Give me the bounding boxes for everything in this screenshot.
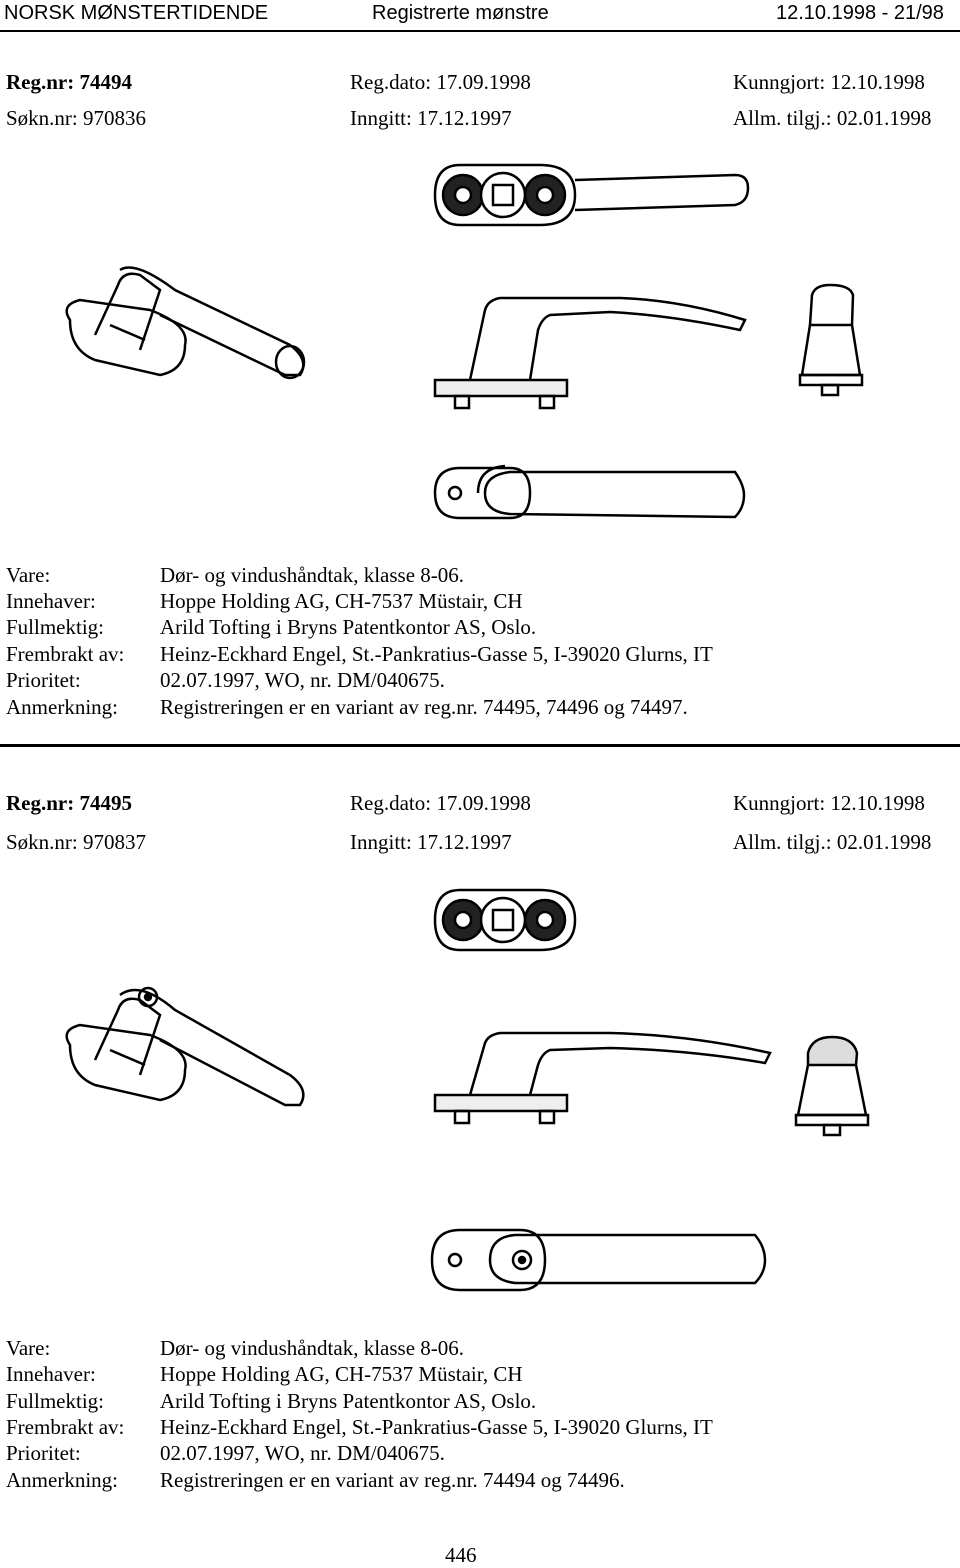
field-value: Dør- og vindushåndtak, klasse 8-06. [160,563,465,587]
sokn-nr: Søkn.nr: 970836 [6,106,147,130]
field-label: Prioritet: [6,668,81,692]
bottom-view-drawing [430,1228,767,1292]
field-value: Heinz-Eckhard Engel, St.-Pankratius-Gass… [160,1415,713,1439]
reg-dato: Reg.dato: 17.09.1998 [350,70,531,94]
running-header: NORSK MØNSTERTIDENDE Registrerte mønstre… [0,0,960,28]
kunngjort: Kunngjort: 12.10.1998 [733,70,925,94]
field-value: Registreringen er en variant av reg.nr. … [160,695,688,719]
handle-drawings-74494 [65,163,864,520]
section-title: Registrerte mønstre [372,2,549,24]
field-value: Dør- og vindushåndtak, klasse 8-06. [160,1336,465,1360]
top-view-drawing [433,888,577,952]
field-label: Anmerkning: [6,1468,118,1492]
publication-title: NORSK MØNSTERTIDENDE [4,2,269,24]
field-label: Fullmektig: [6,615,105,639]
top-view-drawing [433,163,750,227]
side-view-drawing [433,296,747,410]
field-label: Vare: [6,563,51,587]
page-number: 446 [445,1543,477,1567]
sokn-nr: Søkn.nr: 970837 [6,830,147,854]
issue-date: 12.10.1998 - 21/98 [776,2,944,24]
field-value: Arild Tofting i Bryns Patentkontor AS, O… [160,1389,537,1413]
field-value: Hoppe Holding AG, CH-7537 Müstair, CH [160,589,523,613]
allm-tilgj: Allm. tilgj.: 02.01.1998 [733,830,932,854]
reg-nr: Reg.nr: 74494 [6,70,132,94]
field-value: Heinz-Eckhard Engel, St.-Pankratius-Gass… [160,642,713,666]
reg-dato: Reg.dato: 17.09.1998 [350,791,531,815]
field-value: Registreringen er en variant av reg.nr. … [160,1468,625,1492]
record-separator [0,744,960,747]
perspective-view-drawing [65,266,306,380]
field-label: Fullmektig: [6,1389,105,1413]
perspective-view-drawing [65,986,305,1107]
inngitt: Inngitt: 17.12.1997 [350,106,512,130]
field-label: Frembrakt av: [6,642,125,666]
field-label: Anmerkning: [6,695,118,719]
end-view-drawing [794,1035,870,1137]
allm-tilgj: Allm. tilgj.: 02.01.1998 [733,106,932,130]
reg-nr: Reg.nr: 74495 [6,791,132,815]
field-value: 02.07.1997, WO, nr. DM/040675. [160,668,445,692]
field-value: 02.07.1997, WO, nr. DM/040675. [160,1441,445,1465]
field-value: Hoppe Holding AG, CH-7537 Müstair, CH [160,1362,523,1386]
header-rule [0,30,960,32]
end-view-drawing [798,283,864,397]
field-label: Vare: [6,1336,51,1360]
handle-drawings-74495 [65,888,870,1292]
side-view-drawing [433,1031,772,1125]
field-value: Arild Tofting i Bryns Patentkontor AS, O… [160,615,537,639]
bottom-view-drawing [433,464,746,520]
field-label: Innehaver: [6,1362,96,1386]
field-label: Prioritet: [6,1441,81,1465]
field-label: Frembrakt av: [6,1415,125,1439]
inngitt: Inngitt: 17.12.1997 [350,830,512,854]
kunngjort: Kunngjort: 12.10.1998 [733,791,925,815]
field-label: Innehaver: [6,589,96,613]
